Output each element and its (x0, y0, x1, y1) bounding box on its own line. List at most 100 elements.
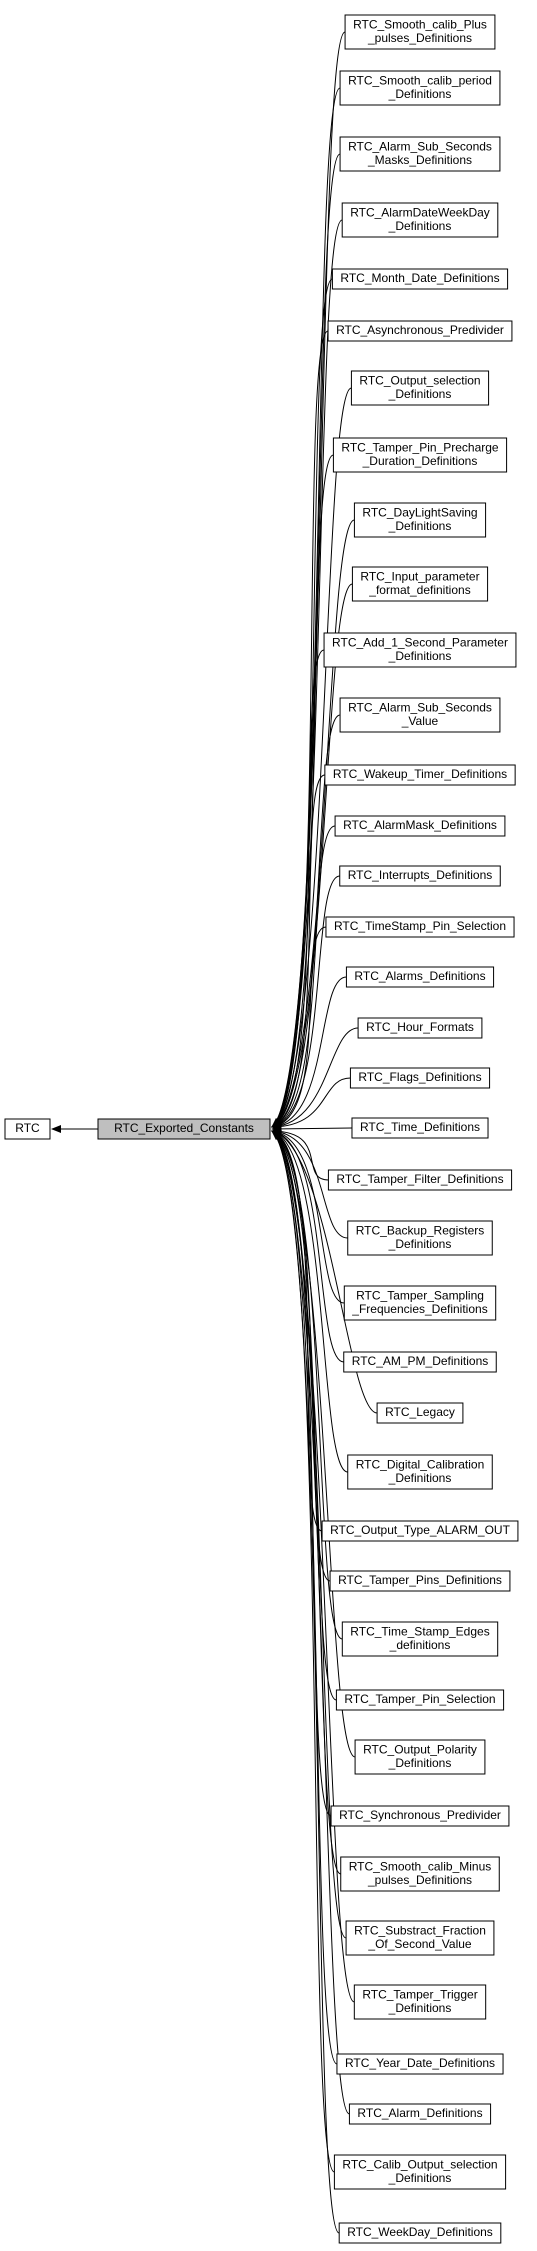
edge-child-to-center (271, 1128, 345, 1304)
child-node[interactable] (330, 1805, 510, 1827)
child-node[interactable] (327, 1169, 513, 1191)
child-node[interactable] (339, 70, 501, 106)
child-node[interactable] (354, 1739, 486, 1775)
child-node-label: RTC_Asynchronous_Predivider (336, 323, 504, 337)
child-node-label: RTC_Alarm_Sub_Seconds (348, 700, 492, 714)
edge-child-to-center (271, 153, 341, 1128)
child-node-label: _Definitions (388, 387, 452, 401)
child-node[interactable] (345, 966, 495, 988)
child-node-label: _Of_Second_Value (367, 1937, 472, 1951)
child-node-label: RTC_Wakeup_Timer_Definitions (333, 767, 507, 781)
edge-child-to-center (271, 1129, 348, 1473)
child-node-label: RTC_WeekDay_Definitions (347, 2225, 493, 2239)
child-node[interactable] (339, 865, 501, 887)
child-node-label: RTC_Smooth_calib_Minus (349, 1859, 492, 1873)
child-node-label: RTC_Tamper_Filter_Definitions (336, 1172, 503, 1186)
child-node[interactable] (331, 268, 509, 290)
child-node-label: RTC_Tamper_Sampling (356, 1288, 484, 1302)
child-node-label: _pulses_Definitions (367, 31, 472, 45)
child-node[interactable] (327, 320, 513, 342)
child-node-label: _Definitions (388, 87, 452, 101)
center-node[interactable] (97, 1118, 271, 1140)
edge-child-to-center (271, 519, 355, 1128)
root-node-label: RTC (15, 1121, 40, 1135)
child-node-label: RTC_Substract_Fraction (354, 1923, 486, 1937)
child-node-label: _Definitions (388, 1471, 452, 1485)
child-node-label: RTC_Month_Date_Definitions (340, 271, 499, 285)
child-node-label: _definitions (389, 1638, 451, 1652)
edge-child-to-center (271, 1128, 378, 1414)
child-node[interactable] (335, 1689, 505, 1711)
child-node-label: RTC_Tamper_Pin_Precharge (341, 440, 499, 454)
child-node[interactable] (344, 14, 496, 50)
child-node[interactable] (329, 1570, 511, 1592)
edge-child-to-center (271, 1077, 351, 1131)
center-node-label: RTC_Exported_Constants (114, 1121, 254, 1135)
child-node[interactable] (347, 1220, 493, 1256)
child-node[interactable] (336, 2053, 504, 2075)
edge-child-to-center (271, 1127, 348, 1239)
edge-child-to-center (271, 1130, 350, 2115)
edge-child-to-center (271, 330, 329, 1128)
edge-child-to-center (271, 649, 325, 1128)
child-node-label: RTC_Tamper_Pin_Selection (344, 1692, 495, 1706)
child-node[interactable] (357, 1017, 483, 1039)
edge-child-to-center (271, 1130, 356, 1758)
child-node-label: RTC_Synchronous_Predivider (339, 1808, 501, 1822)
root-node[interactable] (4, 1118, 51, 1140)
edge-child-to-center (271, 1130, 332, 1817)
child-node-label: RTC_Output_selection (359, 373, 480, 387)
child-node-label: _Definitions (388, 649, 452, 663)
child-node-label: _Frequencies_Definitions (351, 1302, 487, 1316)
child-node[interactable] (349, 1067, 491, 1089)
child-node[interactable] (376, 1402, 464, 1424)
child-node-label: RTC_Time_Stamp_Edges (350, 1624, 489, 1638)
child-node[interactable] (348, 2103, 492, 2125)
child-node-label: RTC_Digital_Calibration (356, 1457, 485, 1471)
child-node[interactable] (339, 697, 501, 733)
child-node-label: RTC_Flags_Definitions (358, 1070, 481, 1084)
child-node[interactable] (353, 502, 487, 538)
edge-child-to-center (271, 1124, 352, 1133)
edge-child-to-center (271, 714, 341, 1128)
child-node[interactable] (340, 1856, 500, 1892)
edge-child-to-center (271, 454, 334, 1128)
child-node[interactable] (333, 2154, 507, 2190)
child-node[interactable] (324, 764, 516, 786)
child-node-label: RTC_Output_Type_ALARM_OUT (330, 1523, 511, 1537)
edge-child-to-center (271, 875, 340, 1130)
child-node-label: RTC_TimeStamp_Pin_Selection (334, 919, 506, 933)
child-node-label: RTC_AlarmDateWeekDay (350, 205, 490, 219)
child-node[interactable] (341, 1621, 499, 1657)
child-node-label: RTC_Smooth_calib_Plus (353, 17, 487, 31)
child-node-label: RTC_Backup_Registers (356, 1223, 485, 1237)
child-node[interactable] (321, 1520, 519, 1542)
child-node[interactable] (323, 632, 517, 668)
child-node-label: RTC_Alarms_Definitions (354, 969, 485, 983)
child-node[interactable] (347, 1454, 493, 1490)
child-node[interactable] (334, 815, 506, 837)
edge-child-to-center (271, 774, 326, 1129)
child-node[interactable] (351, 566, 489, 602)
child-node[interactable] (351, 1117, 489, 1139)
edge-child-to-center (271, 1127, 329, 1181)
child-node[interactable] (341, 202, 499, 238)
child-node[interactable] (353, 1984, 487, 2020)
child-node-label: RTC_Alarm_Definitions (357, 2106, 482, 2120)
child-node[interactable] (338, 2222, 502, 2244)
child-node-label: RTC_Legacy (385, 1405, 455, 1419)
child-node[interactable] (350, 370, 490, 406)
child-node-label: _Definitions (388, 2001, 452, 2015)
child-node[interactable] (332, 437, 508, 473)
child-node[interactable] (343, 1285, 497, 1321)
edge-child-to-center (271, 1027, 359, 1131)
child-node-label: RTC_Tamper_Trigger (362, 1987, 477, 2001)
child-node[interactable] (343, 1351, 497, 1373)
child-node[interactable] (339, 136, 501, 172)
child-node[interactable] (325, 916, 515, 938)
child-node-label: _Definitions (388, 519, 452, 533)
child-node-label: RTC_AM_PM_Definitions (352, 1354, 489, 1368)
child-node-label: RTC_DayLightSaving (362, 505, 477, 519)
child-node[interactable] (345, 1920, 495, 1956)
